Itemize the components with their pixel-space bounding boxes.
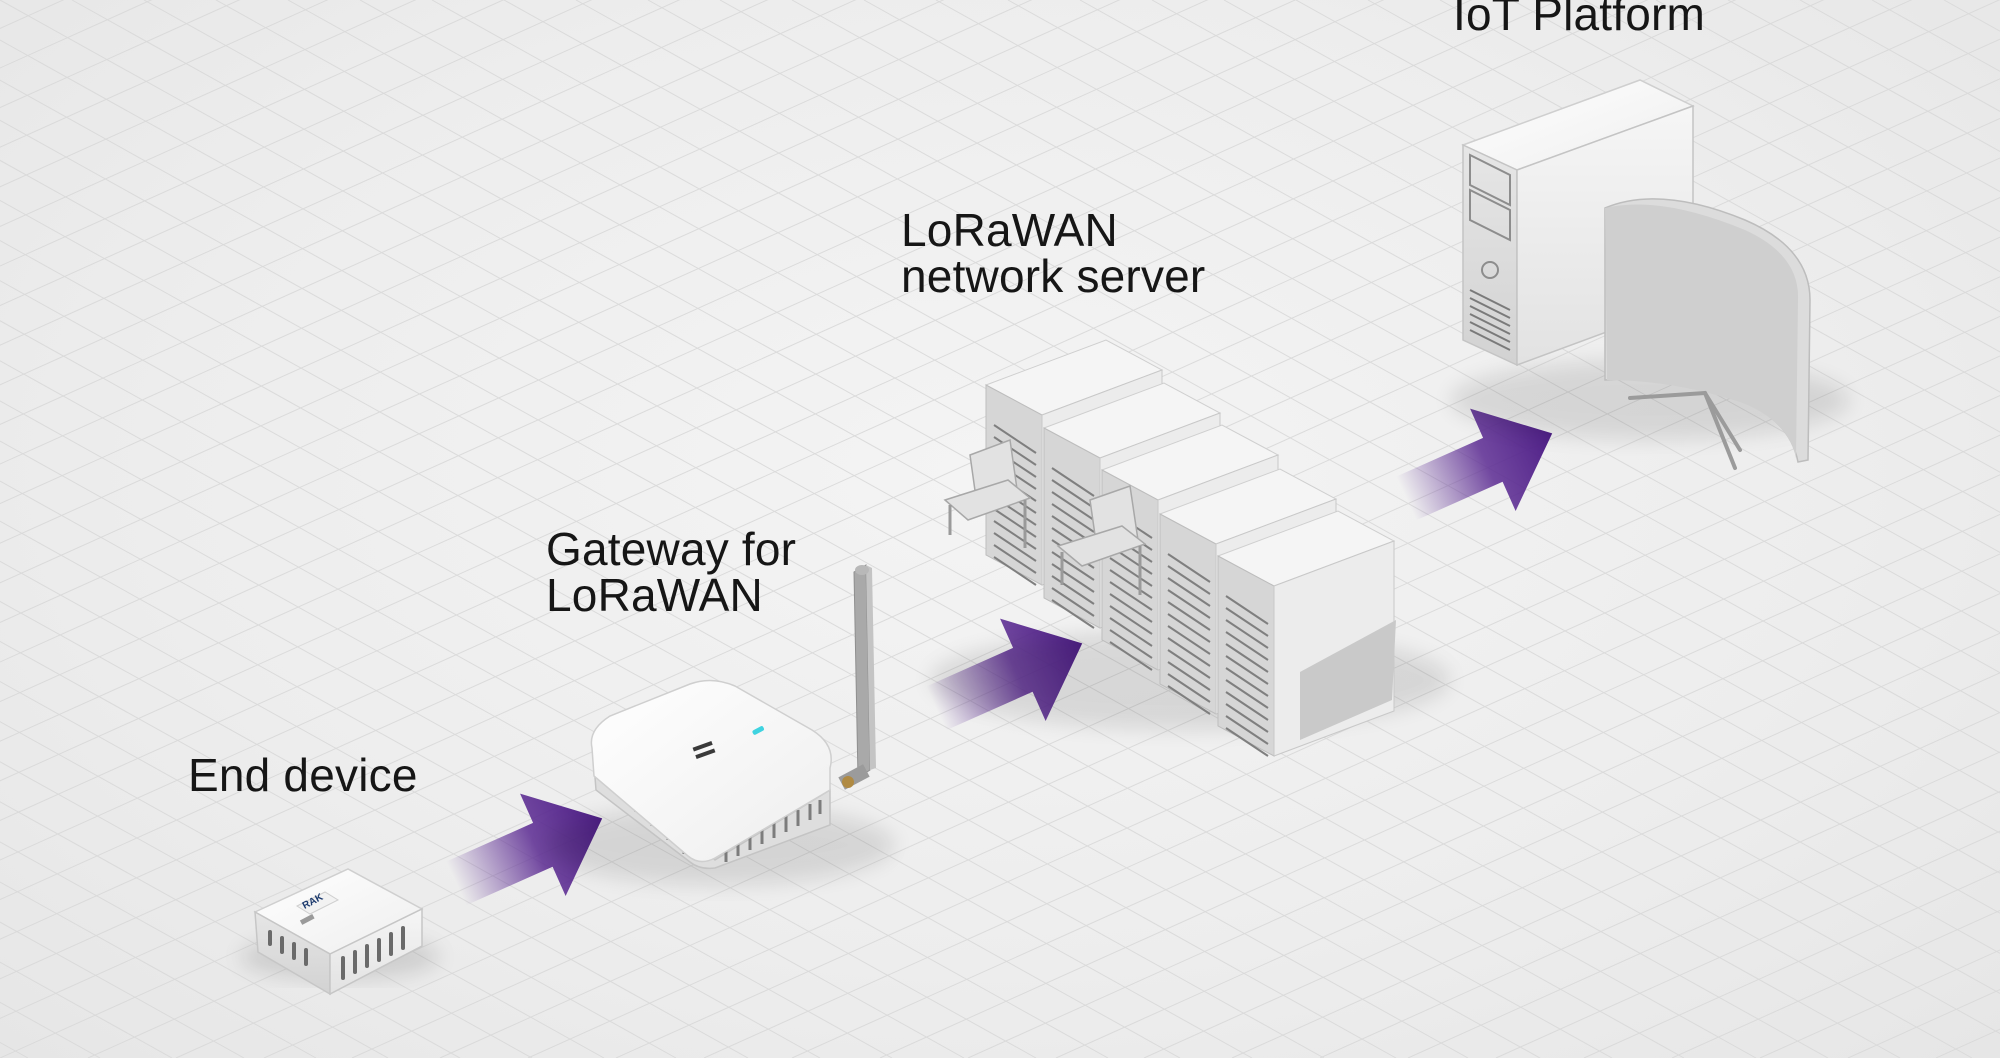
network-server-node (930, 339, 1450, 757)
node-label-network-server: LoRaWAN network server (901, 204, 1206, 302)
antenna-icon (838, 564, 876, 790)
server-racks-icon (984, 339, 1396, 757)
gateway-node (545, 564, 895, 885)
iot-platform-node (1450, 79, 1850, 470)
sensor-box-icon: RAK (253, 868, 424, 996)
node-label-iot-platform: IoT Platform (1453, 0, 1706, 40)
flow-arrow-1 (446, 793, 603, 906)
desktop-monitor-icon (1461, 79, 1811, 470)
chair-icon (943, 438, 1032, 548)
node-label-end-device: End device (188, 749, 418, 801)
flow-arrow-3 (1396, 408, 1553, 521)
end-device-node: RAK (240, 868, 440, 996)
node-label-gateway: Gateway for LoRaWAN (546, 523, 797, 621)
router-antenna-icon (590, 564, 876, 870)
chair-icon-2 (1056, 484, 1147, 595)
rack-front-panel (1300, 620, 1396, 740)
